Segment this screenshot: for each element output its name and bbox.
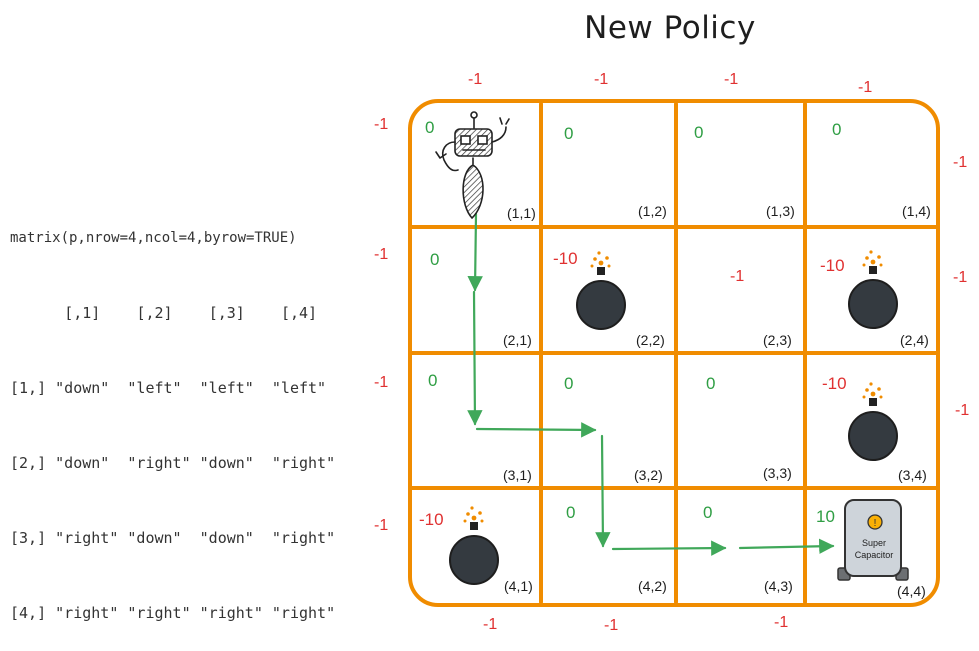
- cell-value: 0: [430, 250, 439, 269]
- cell-value: 0: [703, 503, 712, 522]
- cell-coord: (3,1): [503, 467, 532, 483]
- path-arrow-down: [467, 290, 483, 426]
- cell-coord: (2,2): [636, 332, 665, 348]
- matrix-row: [4,] "right" "right" "right" "right": [10, 601, 335, 626]
- capacitor-label: Capacitor: [855, 550, 894, 560]
- cell-value: 10: [816, 507, 835, 526]
- cell-coord: (4,1): [504, 578, 533, 594]
- border-value: -1: [374, 517, 388, 534]
- bomb-icon: [449, 506, 499, 585]
- cell-coord: (3,2): [634, 467, 663, 483]
- cell-value: 0: [706, 374, 715, 393]
- capacitor-badge: !: [874, 518, 877, 529]
- matrix-cell: "right": [55, 604, 119, 622]
- cell-value: 0: [564, 124, 573, 143]
- path-arrow-right: [738, 538, 835, 554]
- cell-values: 0 0 0 0 0 -10 -10 0 0 0 -10 -10 0 0 10: [419, 118, 847, 529]
- matrix-cell: "down": [199, 529, 254, 547]
- cell-value: -10: [419, 510, 444, 529]
- bomb-icon: [848, 250, 898, 329]
- col-header: [,4]: [280, 304, 318, 322]
- cell-coord: (3,4): [898, 467, 927, 483]
- cell-coord: (2,4): [900, 332, 929, 348]
- path-arrow-right: [475, 422, 597, 438]
- border-values: -1 -1 -1 -1 -1 -1 -1 -1 -1 -1 -1 -1 -1 -…: [374, 71, 969, 634]
- super-capacitor-icon: ! Super Capacitor: [837, 499, 909, 581]
- matrix-cell: "left": [199, 379, 254, 397]
- matrix-cell: "right": [271, 604, 336, 622]
- cell-value: -10: [553, 249, 578, 268]
- matrix-call: matrix(p,nrow=4,ncol=4,byrow=TRUE): [10, 230, 297, 246]
- matrix-row: [2,] "down" "right" "down" "right": [10, 451, 335, 476]
- bomb-icon: [576, 251, 626, 330]
- matrix-cell: "left": [127, 379, 182, 397]
- path-arrow-down: [595, 434, 611, 548]
- matrix-cell: "left": [271, 379, 327, 397]
- matrix-cell: "down": [127, 529, 182, 547]
- matrix-cell: "down": [55, 379, 110, 397]
- border-value: -1: [483, 616, 497, 633]
- policy-path: [467, 212, 835, 556]
- matrix-row: [3,] "right" "down" "down" "right": [10, 526, 335, 551]
- cell-value: -10: [822, 374, 847, 393]
- cell-value: 0: [564, 374, 573, 393]
- matrix-cell: "right": [55, 529, 119, 547]
- border-value: -1: [953, 269, 967, 286]
- cell-value: 0: [566, 503, 575, 522]
- border-value: -1: [955, 402, 969, 419]
- row-label: [2,]: [10, 454, 47, 472]
- matrix-cell: "right": [127, 454, 191, 472]
- border-value: -1: [374, 116, 388, 133]
- col-header: [,3]: [208, 304, 245, 322]
- bomb-icon: [848, 382, 898, 461]
- cell-coord: (1,4): [902, 203, 931, 219]
- border-value: -1: [858, 79, 872, 96]
- matrix-cell: "right": [199, 604, 263, 622]
- matrix-cell: "right": [127, 604, 191, 622]
- path-arrow-right: [611, 540, 727, 556]
- cell-coord: (2,3): [763, 332, 792, 348]
- cell-value: 0: [694, 123, 703, 142]
- border-value: -1: [374, 374, 388, 391]
- matrix-cell: "right": [271, 529, 336, 547]
- cell-coords: (1,1) (1,2) (1,3) (1,4) (2,1) (2,2) (2,3…: [503, 203, 931, 599]
- cell-value: 0: [428, 371, 437, 390]
- capacitor-label: Super: [862, 538, 886, 548]
- row-label: [4,]: [10, 604, 47, 622]
- cell-coord: (4,3): [764, 578, 793, 594]
- cell-coord: (1,1): [507, 205, 536, 221]
- policy-matrix: matrix(p,nrow=4,ncol=4,byrow=TRUE) [,1] …: [10, 176, 335, 651]
- row-label: [3,]: [10, 529, 47, 547]
- robot-icon: [435, 111, 510, 220]
- border-value: -1: [953, 154, 967, 171]
- border-value: -1: [774, 614, 788, 631]
- cell-value: -10: [820, 256, 845, 275]
- path-arrow-down: [467, 212, 483, 292]
- matrix-cell: "right": [271, 454, 336, 472]
- border-value: -1: [468, 71, 482, 88]
- row-label: [1,]: [10, 379, 47, 397]
- border-value: -1: [374, 246, 388, 263]
- grid-lines: [408, 99, 940, 607]
- col-header: [,1]: [64, 304, 101, 322]
- matrix-cell: "down": [199, 454, 254, 472]
- cell-coord: (1,2): [638, 203, 667, 219]
- border-value: -1: [730, 268, 744, 285]
- matrix-row: [1,] "down" "left" "left" "left": [10, 376, 335, 401]
- cell-coord: (4,2): [638, 578, 667, 594]
- border-value: -1: [604, 617, 618, 634]
- page-title: New Policy: [584, 10, 756, 46]
- cell-coord: (2,1): [503, 332, 532, 348]
- matrix-cell: "down": [55, 454, 110, 472]
- border-value: -1: [724, 71, 738, 88]
- cell-value: 0: [425, 118, 434, 137]
- cell-coord: (1,3): [766, 203, 795, 219]
- matrix-header-row: [,1] [,2] [,3] [,4]: [10, 301, 335, 326]
- cell-coord: (4,4): [897, 583, 926, 599]
- col-header: [,2]: [136, 304, 173, 322]
- cell-coord: (3,3): [763, 465, 792, 481]
- border-value: -1: [594, 71, 608, 88]
- cell-value: 0: [832, 120, 841, 139]
